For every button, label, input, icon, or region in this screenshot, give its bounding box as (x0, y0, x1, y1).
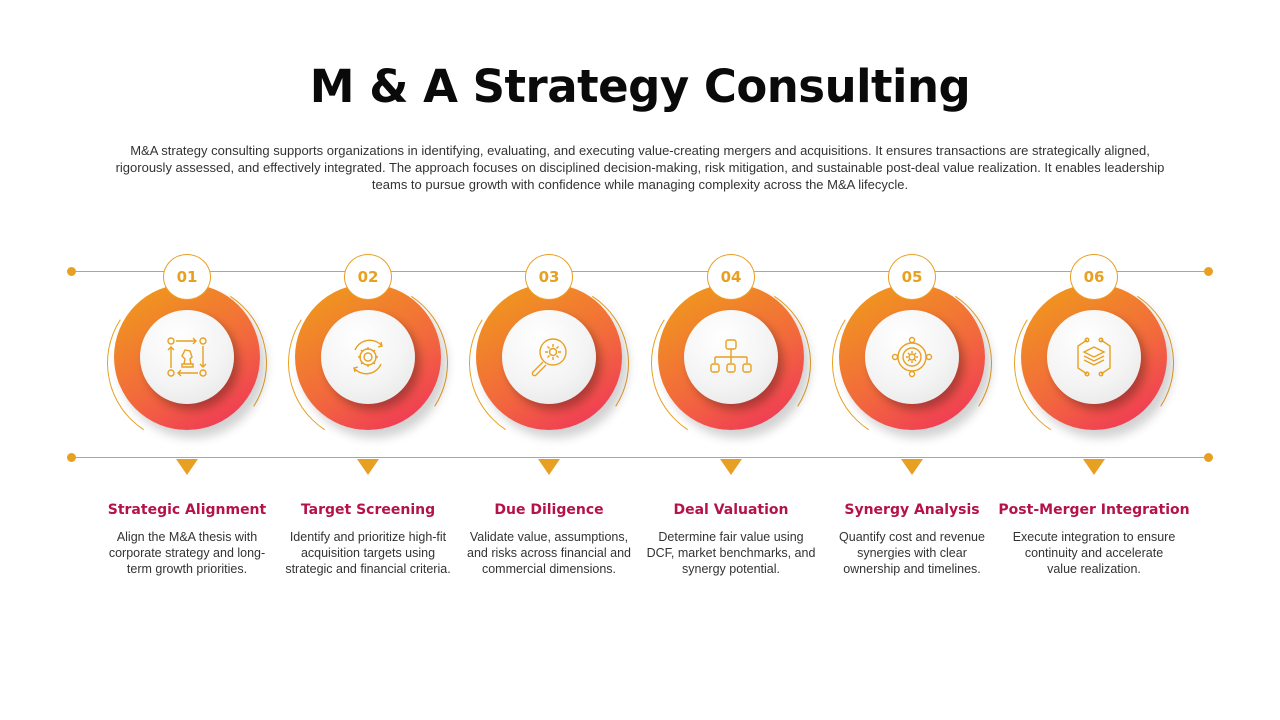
pointer-triangle (901, 459, 923, 475)
chess-strategy-icon (166, 336, 208, 378)
icon-disc (140, 310, 234, 404)
top-line-end-dot (1204, 267, 1213, 276)
step-description: Execute integration to ensure continuity… (1012, 530, 1176, 576)
pointer-triangle (720, 459, 742, 475)
icon-disc (865, 310, 959, 404)
page-title: M & A Strategy Consulting (309, 60, 971, 113)
step-2: 02 Target Screening Identify and priorit… (273, 0, 463, 720)
step-number-badge: 02 (344, 254, 392, 300)
step-number-badge: 01 (163, 254, 211, 300)
step-number-badge: 05 (888, 254, 936, 300)
step-title: Due Diligence (494, 502, 604, 518)
step-number-badge: 03 (525, 254, 573, 300)
step-5: 05 Synergy Analysis Quantify cost and re… (817, 0, 1007, 720)
gear-cycle-icon (347, 336, 389, 378)
layers-integration-icon (1075, 336, 1113, 378)
step-title: Post-Merger Integration (998, 502, 1190, 518)
bottom-line-end-dot (1204, 453, 1213, 462)
pointer-triangle (538, 459, 560, 475)
bottom-timeline-line (72, 457, 1209, 458)
step-title: Strategic Alignment (107, 502, 267, 518)
hierarchy-icon (709, 337, 753, 377)
step-number-badge: 04 (707, 254, 755, 300)
bottom-line-start-dot (67, 453, 76, 462)
gear-orbit-icon (891, 336, 933, 378)
icon-disc (321, 310, 415, 404)
icon-disc (1047, 310, 1141, 404)
step-6: 06 Post-Merger Integration Execute integ… (998, 0, 1190, 720)
step-description: Identify and prioritize high-fit acquisi… (285, 530, 451, 576)
magnifier-gear-icon (528, 336, 570, 378)
step-4: 04 Deal Valuation Determine fair value u… (636, 0, 826, 720)
icon-disc (684, 310, 778, 404)
step-3: 03 Due Diligence Validate value, assumpt… (454, 0, 644, 720)
step-number-badge: 06 (1070, 254, 1118, 300)
intro-paragraph: M&A strategy consulting supports organiz… (115, 143, 1165, 192)
step-description: Align the M&A thesis with corporate stra… (108, 530, 266, 576)
top-timeline-line (72, 271, 1209, 272)
pointer-triangle (357, 459, 379, 475)
icon-disc (502, 310, 596, 404)
pointer-triangle (1083, 459, 1105, 475)
top-line-start-dot (67, 267, 76, 276)
step-title: Deal Valuation (673, 502, 789, 518)
step-description: Quantify cost and revenue synergies with… (839, 530, 985, 576)
step-description: Validate value, assumptions, and risks a… (467, 530, 631, 576)
step-title: Target Screening (300, 502, 436, 518)
step-1: 01 Strategic Alignment Align the M&A the… (92, 0, 282, 720)
step-description: Determine fair value using DCF, market b… (646, 530, 816, 576)
step-title: Synergy Analysis (844, 502, 980, 518)
pointer-triangle (176, 459, 198, 475)
